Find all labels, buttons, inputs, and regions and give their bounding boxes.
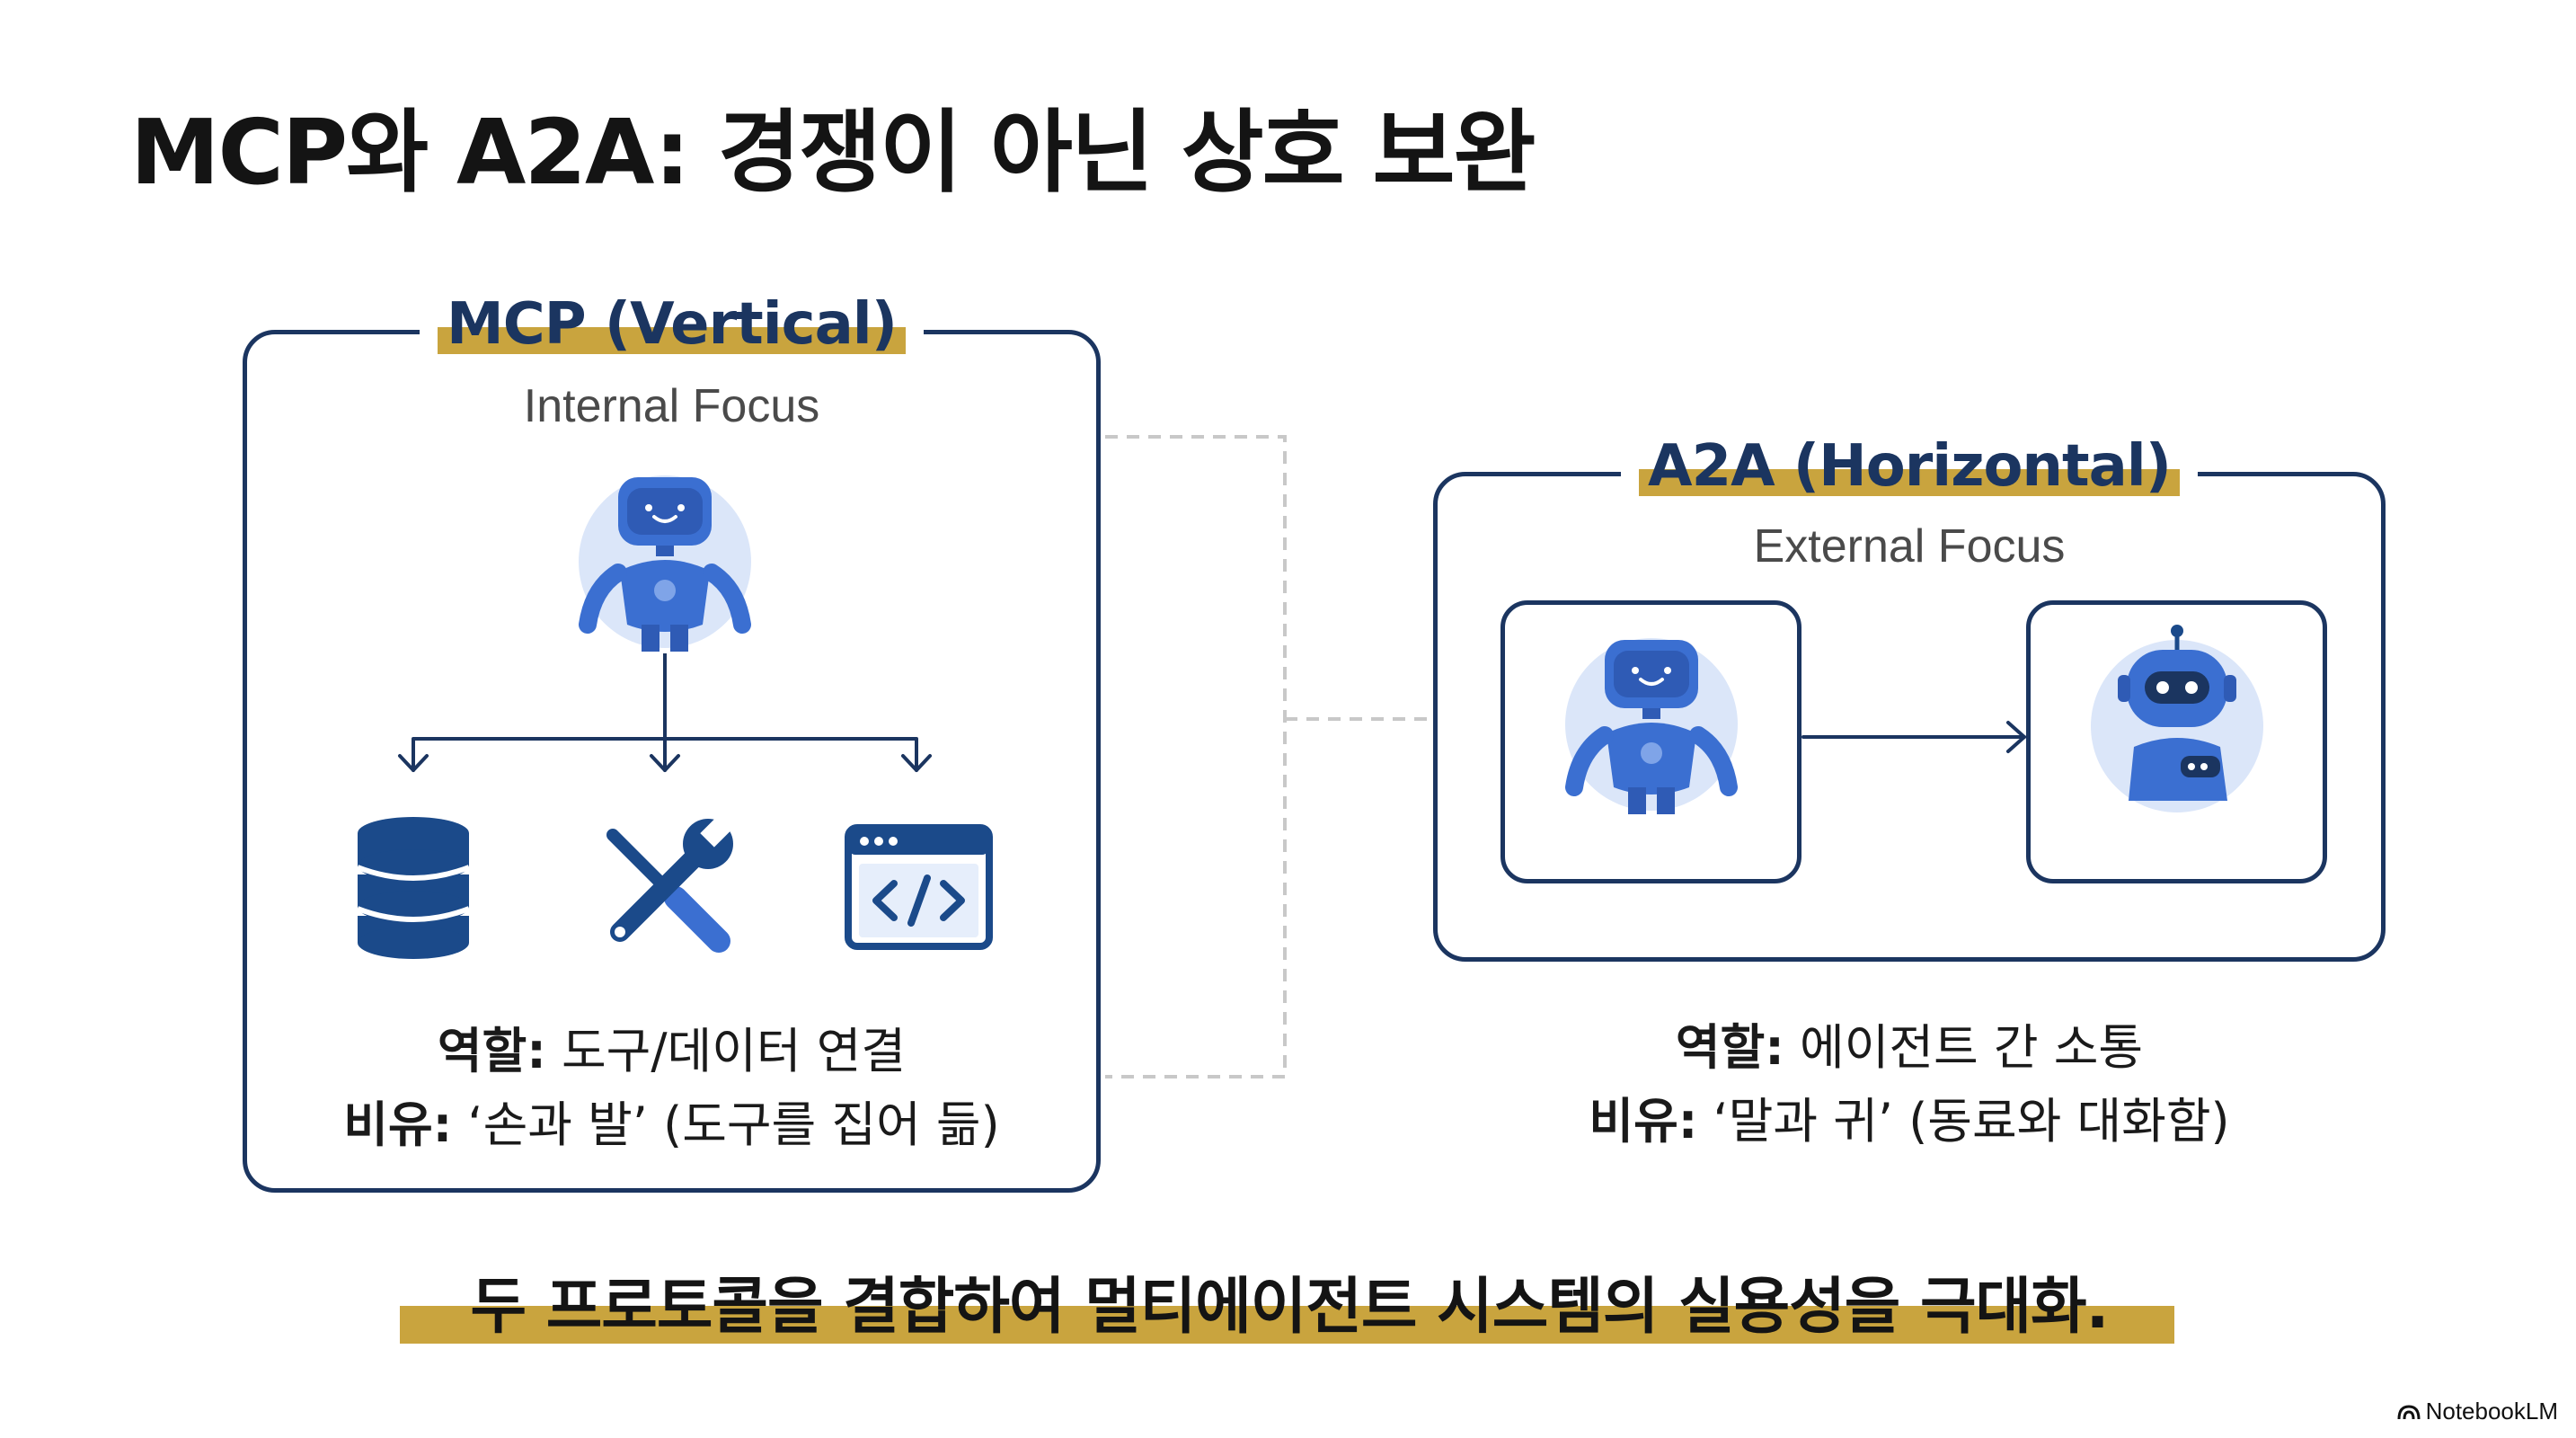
mcp-info: 역할: 도구/데이터 연결 비유: ‘손과 발’ (도구를 집어 듦) [247, 1015, 1096, 1162]
robot-icon [1565, 638, 1738, 814]
database-icon [356, 817, 471, 959]
mcp-panel-title: MCP (Vertical) [420, 291, 924, 358]
mcp-role-line: 역할: 도구/데이터 연결 [437, 1023, 907, 1079]
mcp-analogy-line: 비유: ‘손과 발’ (도구를 집어 듦) [343, 1096, 1000, 1153]
a2a-info: 역할: 에이전트 간 소통 비유: ‘말과 귀’ (동료와 대화함) [1433, 1011, 2386, 1158]
a2a-panel-title: A2A (Horizontal) [1621, 433, 2198, 500]
agent-card-left [1500, 600, 1801, 883]
a2a-panel-subtitle: External Focus [1753, 520, 2066, 573]
mcp-panel-subtitle: Internal Focus [523, 380, 820, 432]
dashed-connector [1105, 435, 1429, 1078]
code-window-icon [845, 824, 993, 950]
mcp-panel: MCP (Vertical) Internal Focus [243, 291, 1101, 1193]
robot-icon [579, 475, 751, 652]
a2a-panel: A2A (Horizontal) External Focus [1433, 433, 2386, 962]
a2a-analogy-line: 비유: ‘말과 귀’ (동료와 대화함) [1589, 1093, 2230, 1150]
arrow-right-icon [1801, 721, 2026, 753]
brand-label: NotebookLM [2425, 1398, 2558, 1425]
mcp-arrow-tree [398, 653, 932, 772]
a2a-role-line: 역할: 에이전트 간 소통 [1675, 1019, 2144, 1076]
page-title: MCP와 A2A: 경쟁이 아닌 상호 보완 [130, 100, 1536, 205]
notebooklm-logo-icon [2397, 1405, 2421, 1420]
brand-mark: NotebookLM [2397, 1398, 2558, 1425]
footer-summary: 두 프로토콜을 결합하여 멀티에이전트 시스템의 실용성을 극대화. [470, 1272, 2110, 1343]
robot-antenna-icon [2091, 625, 2263, 812]
agent-card-right [2026, 600, 2327, 883]
footer-highlight [400, 1306, 2174, 1344]
tools-icon [606, 815, 733, 953]
